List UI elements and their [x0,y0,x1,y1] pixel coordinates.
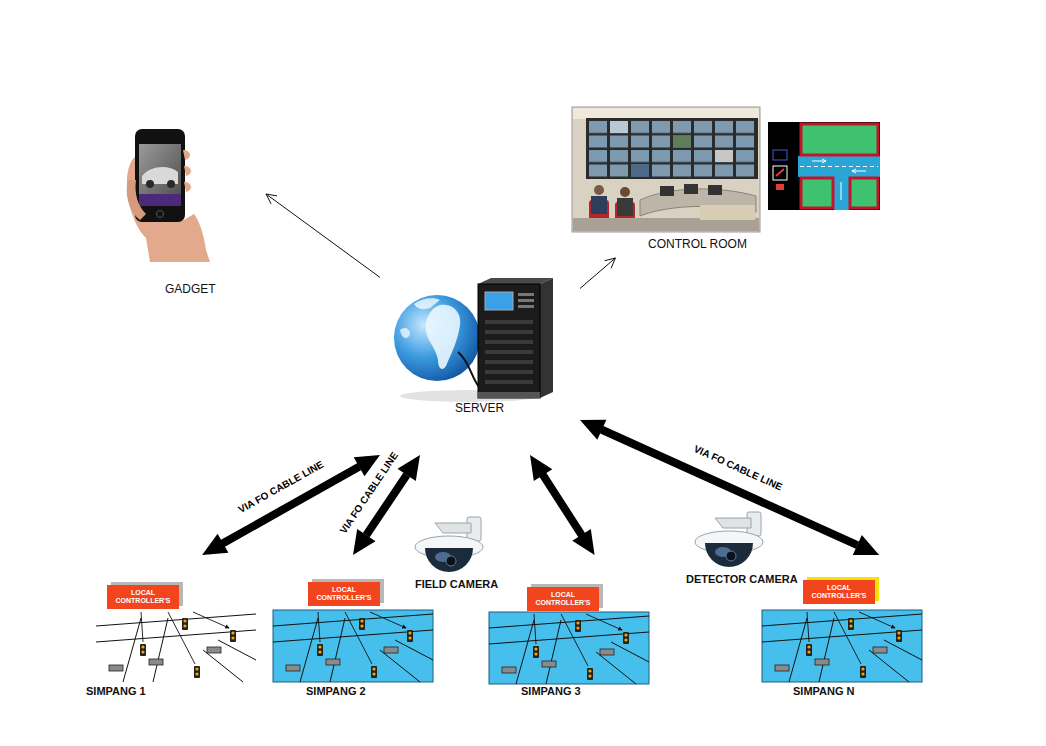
fiber-link-arrow [580,420,879,555]
node-label: CONTROL ROOM [648,238,747,252]
data-arrow [580,258,615,289]
link-label-holder: VIA FO CABLE LINE [692,443,784,493]
camera-label: DETECTOR CAMERA [686,573,798,586]
junction-panel [762,610,922,682]
junction-panel [489,612,649,684]
controller-label: LOCAL CONTROLLER'S [317,586,372,601]
junction-node: SIMPANG 2 LOCAL CONTROLLER'S [270,555,436,703]
node-label: SIMPANG 2 [306,685,366,698]
intersection-schematic [768,122,880,210]
junction-node: SIMPANG 1 LOCAL CONTROLLER'S [84,555,228,703]
junction-sketch [96,612,256,682]
junction-sketch [762,612,922,682]
link-label: VIA FO CABLE LINE [236,458,325,515]
server-node: SERVER [380,270,580,455]
fiber-link-arrow [530,455,595,555]
control-room-node: CONTROL ROOM [568,104,884,258]
link-label: VIA FO CABLE LINE [692,443,784,493]
server-illustration [394,278,553,402]
node-label: SIMPANG N [793,685,855,698]
junction-panel [273,610,433,682]
junction-node: SIMPANG 3 LOCAL CONTROLLER'S [485,555,651,703]
link-label-holder: VIA FO CABLE LINE [338,450,401,536]
gadget-node: GADGET [118,122,266,302]
camera-label-holder: FIELD CAMERA [415,578,498,591]
controller-label: LOCAL CONTROLLER'S [536,591,591,606]
node-label: SERVER [455,402,504,416]
junction-sketch [273,612,433,682]
controller-label: LOCAL CONTROLLER'S [812,584,867,599]
camera-label: FIELD CAMERA [415,578,498,591]
local-controller-box: LOCAL CONTROLLER'S [107,585,179,609]
local-controller-box: LOCAL CONTROLLER'S [803,580,875,604]
junction-sketch [489,614,649,684]
camera-label-holder: DETECTOR CAMERA [686,573,798,586]
node-label: SIMPANG 1 [86,685,146,698]
local-controller-box: LOCAL CONTROLLER'S [527,587,599,611]
node-label: SIMPANG 3 [521,685,581,698]
detector-camera-icon [695,512,763,567]
phone-in-hand [127,129,210,262]
node-label: GADGET [165,283,216,297]
field-camera-icon [415,517,483,572]
control-room-photo [572,107,760,232]
local-controller-box: LOCAL CONTROLLER'S [308,582,380,606]
controller-label: LOCAL CONTROLLER'S [116,589,171,604]
link-label: VIA FO CABLE LINE [338,450,401,536]
data-arrow [266,194,380,277]
link-label-holder: VIA FO CABLE LINE [236,458,325,515]
